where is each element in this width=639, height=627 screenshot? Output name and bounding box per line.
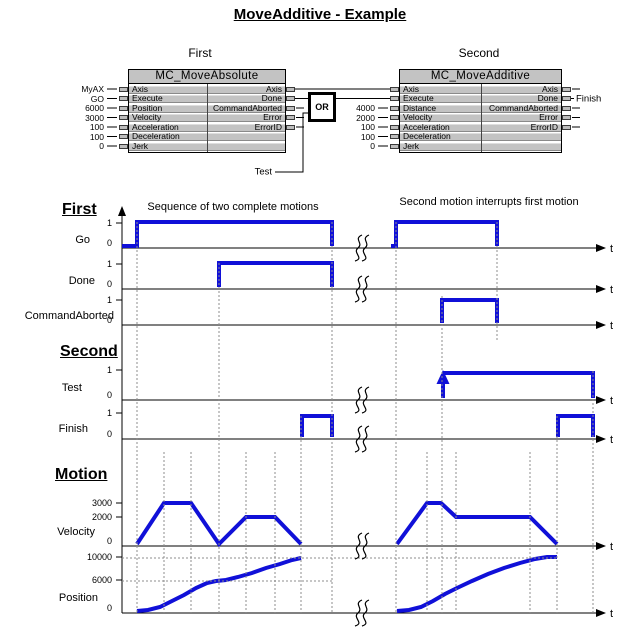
done-axis-arrow — [596, 285, 606, 293]
test-rising-edge-arrow-head — [436, 370, 450, 384]
vertical-axis-up-arrow — [118, 206, 126, 216]
command-aborted-axis-arrow — [596, 321, 606, 329]
go-signal-1 — [391, 220, 499, 248]
velocity-signal-1 — [395, 501, 559, 546]
done-signal-0 — [217, 261, 334, 287]
page-title: MoveAdditive - Example — [233, 6, 407, 23]
done-break-mark-1 — [361, 275, 370, 303]
command-aborted-signal-0 — [440, 298, 499, 323]
finish-signal-0 — [300, 414, 334, 437]
test-break-mark-0 — [354, 386, 363, 414]
go-break-mark-1 — [361, 234, 370, 262]
test-break-mark-1 — [361, 386, 370, 414]
finish-axis-arrow — [596, 435, 606, 443]
position-break-mark-1 — [361, 599, 370, 627]
done-break-mark-0 — [354, 275, 363, 303]
test-signal-0 — [443, 371, 595, 398]
test-axis-arrow — [596, 396, 606, 404]
finish-signal-1 — [556, 414, 595, 437]
finish-break-mark-0 — [354, 425, 363, 453]
velocity-axis-arrow — [596, 542, 606, 550]
position-break-mark-0 — [354, 599, 363, 627]
go-break-mark-0 — [354, 234, 363, 262]
finish-break-mark-1 — [361, 425, 370, 453]
position-signal-1 — [396, 555, 557, 613]
wire-test-to-or — [275, 112, 309, 173]
go-signal-0 — [122, 220, 334, 248]
velocity-break-mark-0 — [354, 532, 363, 560]
velocity-break-mark-1 — [361, 532, 370, 560]
go-axis-arrow — [596, 244, 606, 252]
position-axis-arrow — [596, 609, 606, 617]
